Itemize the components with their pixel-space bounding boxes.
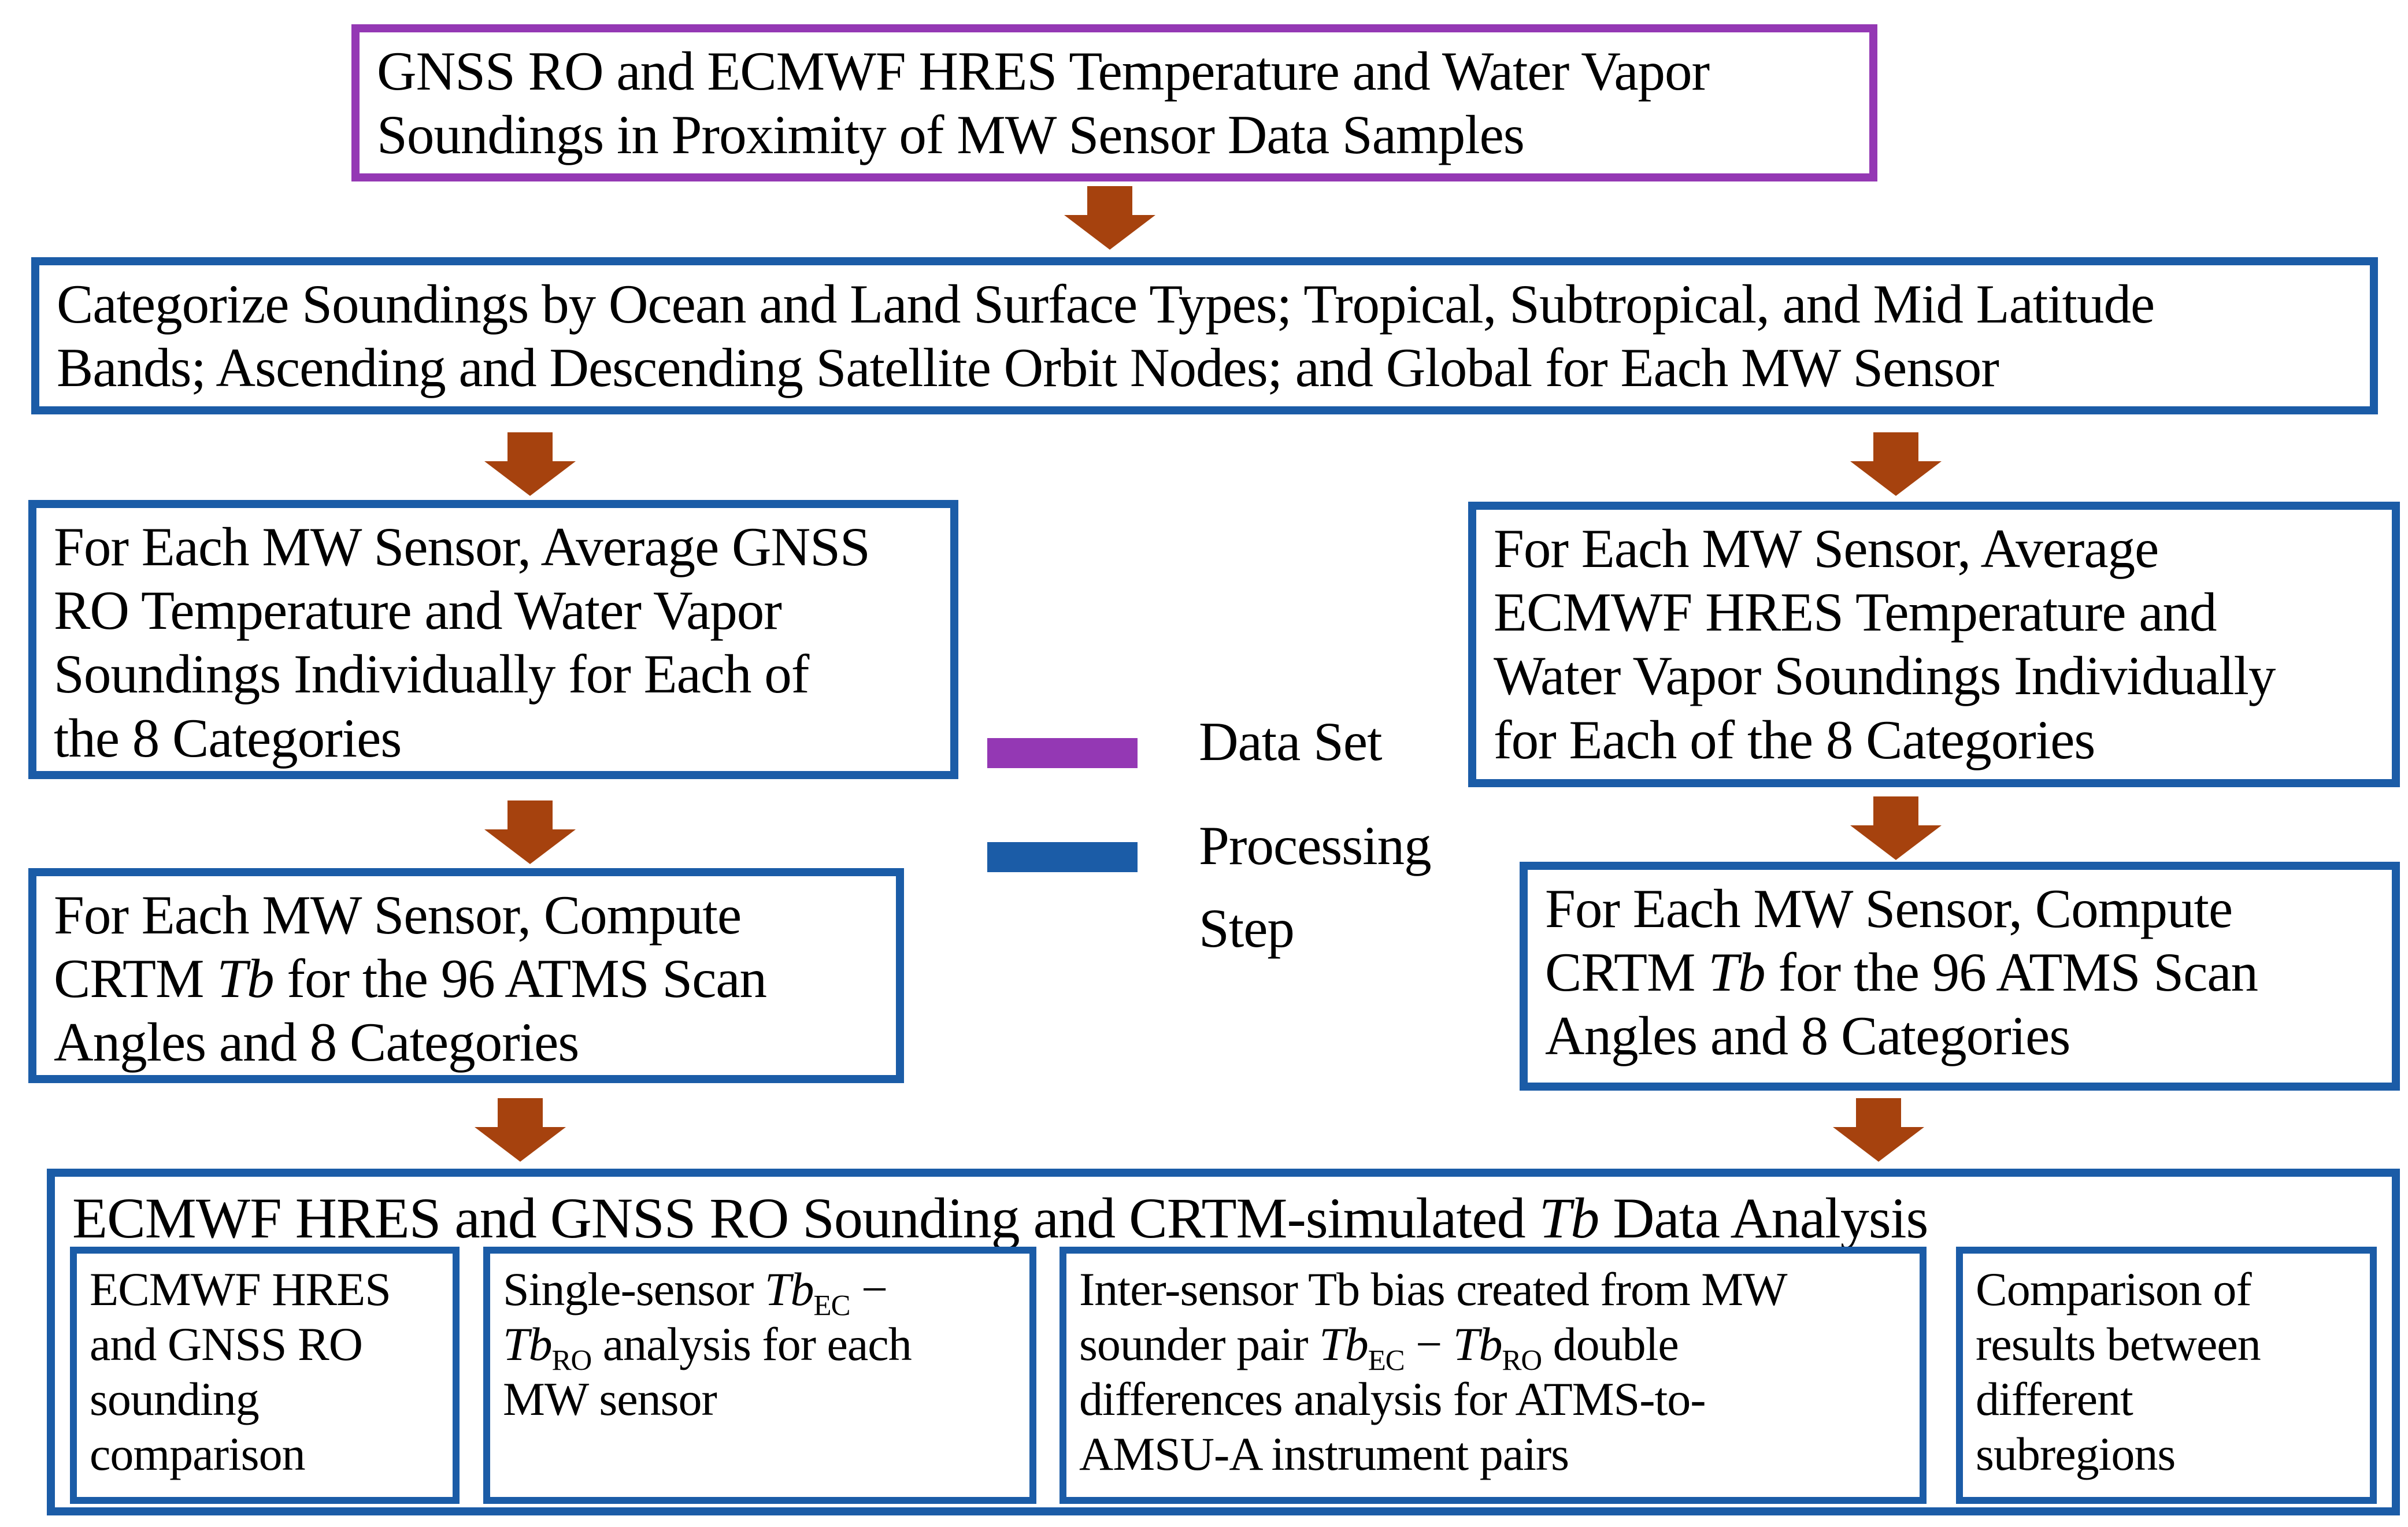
tb-italic: Tb xyxy=(1539,1186,1600,1250)
text-part: Inter-sensor Tb bias created from MW sou… xyxy=(1079,1263,1788,1371)
average-gnss-ro-box: For Each MW Sensor, Average GNSS RO Temp… xyxy=(28,500,958,779)
data-set-input-box: GNSS RO and ECMWF HRES Temperature and W… xyxy=(351,24,1877,181)
arrow-stem xyxy=(1856,1098,1901,1127)
sounding-comparison-text: ECMWF HRES and GNSS RO sounding comparis… xyxy=(90,1263,391,1481)
single-sensor-analysis-text: Single-sensor TbEC − TbRO analysis for e… xyxy=(490,1254,1029,1435)
legend-processing-step-label: Processing Step xyxy=(1199,815,1432,959)
text-part: analysis for each MW sensor xyxy=(503,1318,912,1426)
arrow-stem xyxy=(1873,796,1918,825)
tb-subscript: EC xyxy=(1368,1344,1405,1377)
text-part: double differences analysis for ATMS-to-… xyxy=(1079,1318,1706,1481)
legend-processing-step-swatch xyxy=(987,842,1138,872)
subregion-comparison-text: Comparison of results between different … xyxy=(1976,1263,2261,1481)
tb-subscript: RO xyxy=(1502,1344,1543,1377)
down-arrow-icon xyxy=(484,432,576,496)
arrow-head xyxy=(1064,215,1155,250)
single-sensor-analysis-box: Single-sensor TbEC − TbRO analysis for e… xyxy=(483,1247,1036,1504)
legend-data-set-label: Data Set xyxy=(1199,711,1382,772)
text-part: for the 96 ATMS Scan Angles and 8 Catego… xyxy=(54,948,767,1073)
text-part: ECMWF HRES and GNSS RO Sounding and CRTM… xyxy=(72,1186,1539,1250)
average-gnss-ro-text: For Each MW Sensor, Average GNSS RO Temp… xyxy=(54,516,870,769)
arrow-head xyxy=(484,829,576,864)
text-part: Data Analysis xyxy=(1599,1186,1928,1250)
average-ecmwf-hres-text: For Each MW Sensor, Average ECMWF HRES T… xyxy=(1494,518,2276,770)
tb-italic: Tb xyxy=(1319,1318,1369,1371)
arrow-head xyxy=(484,461,576,496)
categorize-soundings-box: Categorize Soundings by Ocean and Land S… xyxy=(31,257,2378,414)
arrow-stem xyxy=(507,800,553,829)
tb-italic: Tb xyxy=(1453,1318,1503,1371)
tb-italic: Tb xyxy=(217,948,274,1010)
down-arrow-icon xyxy=(1850,796,1942,860)
arrow-stem xyxy=(1873,432,1918,461)
inter-sensor-bias-text: Inter-sensor Tb bias created from MW sou… xyxy=(1066,1254,1920,1489)
data-set-input-text: GNSS RO and ECMWF HRES Temperature and W… xyxy=(377,40,1710,166)
categorize-soundings-text: Categorize Soundings by Ocean and Land S… xyxy=(57,273,2155,399)
sounding-comparison-box: ECMWF HRES and GNSS RO sounding comparis… xyxy=(70,1247,460,1504)
arrow-head xyxy=(475,1127,566,1162)
tb-italic: Tb xyxy=(503,1318,553,1371)
inter-sensor-bias-box: Inter-sensor Tb bias created from MW sou… xyxy=(1059,1247,1927,1504)
text-part: For Each MW Sensor, Compute CRTM xyxy=(54,884,742,1010)
text-part: For Each MW Sensor, Compute CRTM xyxy=(1545,878,2233,1003)
compute-crtm-tb-left-text: For Each MW Sensor, Compute CRTM Tb for … xyxy=(36,876,896,1081)
arrow-stem xyxy=(498,1098,543,1127)
text-part: for the 96 ATMS Scan Angles and 8 Catego… xyxy=(1545,942,2258,1067)
arrow-head xyxy=(1850,461,1942,496)
arrow-head xyxy=(1833,1127,1924,1162)
average-ecmwf-hres-box: For Each MW Sensor, Average ECMWF HRES T… xyxy=(1468,502,2400,787)
compute-crtm-tb-left-box: For Each MW Sensor, Compute CRTM Tb for … xyxy=(28,868,904,1083)
text-part: Single-sensor xyxy=(503,1263,765,1315)
arrow-stem xyxy=(507,432,553,461)
compute-crtm-tb-right-text: For Each MW Sensor, Compute CRTM Tb for … xyxy=(1528,870,2392,1075)
down-arrow-icon xyxy=(1833,1098,1924,1162)
tb-subscript: RO xyxy=(551,1344,592,1377)
data-analysis-title: ECMWF HRES and GNSS RO Sounding and CRTM… xyxy=(55,1177,2392,1251)
down-arrow-icon xyxy=(1064,186,1155,250)
down-arrow-icon xyxy=(484,800,576,864)
text-part: − xyxy=(1404,1318,1453,1371)
tb-italic: Tb xyxy=(764,1263,814,1315)
legend-data-set-swatch xyxy=(987,738,1138,768)
arrow-stem xyxy=(1087,186,1132,215)
tb-subscript: EC xyxy=(813,1289,851,1322)
tb-italic: Tb xyxy=(1708,942,1765,1003)
down-arrow-icon xyxy=(1850,432,1942,496)
text-part: − xyxy=(861,1263,888,1315)
arrow-head xyxy=(1850,825,1942,860)
data-analysis-box: ECMWF HRES and GNSS RO Sounding and CRTM… xyxy=(47,1169,2400,1515)
compute-crtm-tb-right-box: For Each MW Sensor, Compute CRTM Tb for … xyxy=(1520,862,2400,1091)
down-arrow-icon xyxy=(475,1098,566,1162)
subregion-comparison-box: Comparison of results between different … xyxy=(1956,1247,2377,1504)
